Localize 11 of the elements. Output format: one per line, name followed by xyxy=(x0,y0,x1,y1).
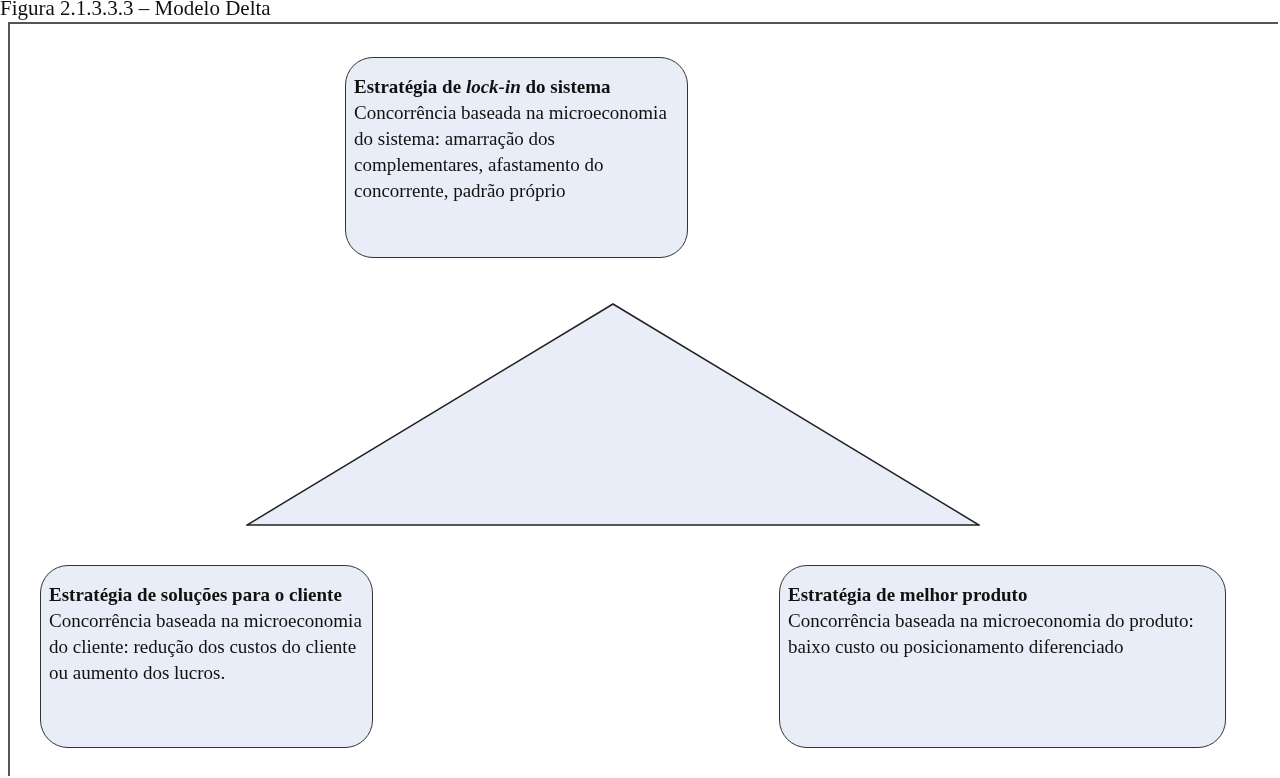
box-description: Concorrência baseada na microeconomia do sistema: amarração dos complementares, afastamento do concorrente, padrão próprio xyxy=(354,101,668,203)
box-description: Concorrência baseada na microeconomia do cliente: redução dos custos do cliente ou aumento dos lucros. xyxy=(49,609,363,685)
figure-title: Figura 2.1.3.3.3 – Modelo Delta xyxy=(0,0,271,21)
box-heading: Estratégia de soluções para o cliente xyxy=(49,583,343,607)
box-description: Concorrência baseada na microeconomia do produto: baixo custo ou posicionamento diferenciado xyxy=(788,609,1195,659)
strategy-box xyxy=(779,565,1226,748)
box-heading: Estratégia de melhor produto xyxy=(788,583,1029,607)
delta-triangle xyxy=(246,303,980,526)
strategy-box xyxy=(345,57,688,258)
strategy-box xyxy=(40,565,373,748)
box-heading: Estratégia de lock-in do sistema xyxy=(354,75,612,99)
